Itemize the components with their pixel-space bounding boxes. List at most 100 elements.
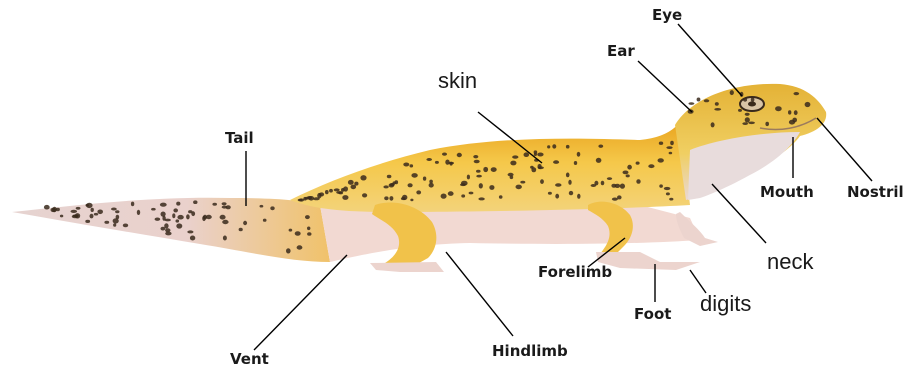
skin-spot [220,215,226,220]
skin-spot [383,185,388,188]
skin-spot [516,185,522,190]
skin-spot [351,185,357,190]
skin-spot [537,153,543,157]
skin-spot [664,187,671,190]
skin-spot [104,221,109,224]
skin-spot [75,213,80,218]
skin-spot [429,183,434,188]
skin-spot [435,161,439,164]
skin-spot [636,179,640,184]
skin-spot [389,183,395,187]
skin-spot [659,184,663,187]
skin-spot [598,145,603,148]
skin-spot [329,189,333,193]
skin-spot [176,223,182,228]
skin-spot [794,110,798,115]
skin-spot [176,202,180,206]
skin-spot [342,195,348,200]
skin-spot [155,218,161,221]
skin-spot [202,216,206,221]
leader-neck [712,184,766,243]
skin-spot [243,221,247,225]
skin-spot [270,206,274,210]
skin-spot [131,202,134,207]
skin-spot [658,158,664,162]
skin-spot [460,183,466,186]
skin-spot [441,194,447,199]
skin-spot [636,162,640,165]
skin-spot [469,192,474,195]
skin-spot [538,166,544,169]
skin-spot [416,190,421,194]
leader-nostril [817,118,872,181]
skin-spot [483,167,488,172]
skin-spot [457,153,462,157]
label-ear: Ear [607,44,635,59]
skin-spot [222,206,228,209]
label-mouth: Mouth [760,185,814,200]
hindfoot-shape [370,262,444,272]
skin-spot [164,223,168,228]
skin-spot [612,198,618,201]
label-eye: Eye [652,8,682,23]
skin-spot [71,210,78,213]
skin-spot [360,175,366,180]
skin-spot [307,227,310,231]
skin-spot [389,196,393,201]
skin-spot [448,191,454,196]
skin-spot [239,228,243,232]
skin-spot [86,204,89,207]
skin-spot [659,142,663,145]
label-skin: skin [438,70,477,92]
skin-spot [627,165,632,170]
label-nostril: Nostril [847,185,904,200]
skin-spot [577,194,580,199]
skin-spot [187,230,193,233]
skin-spot [534,153,537,156]
skin-spot [299,198,304,201]
skin-spot [461,194,465,197]
skin-spot [188,210,192,213]
skin-spot [60,215,63,218]
skin-spot [577,152,581,157]
skin-spot [715,102,719,106]
skin-spot [403,163,409,167]
skin-spot [666,146,672,149]
skin-spot [738,109,742,112]
skin-spot [115,210,119,213]
skin-spot [193,200,197,204]
skin-spot [568,180,571,185]
skin-spot [566,145,570,149]
skin-spot [260,205,264,208]
label-digits: digits [700,293,751,315]
skin-spot [704,99,710,102]
skin-spot [44,205,50,210]
skin-spot [531,167,536,172]
skin-spot [161,212,166,217]
skin-spot [473,155,478,158]
skin-spot [186,214,190,219]
skin-spot [307,196,312,200]
skin-spot [307,232,311,236]
skin-spot [666,192,670,195]
skin-spot [478,197,484,200]
skin-spot [765,122,769,126]
skin-spot [177,215,183,220]
skin-spot [670,141,674,145]
skin-spot [91,208,94,212]
skin-spot [263,219,267,222]
label-tail: Tail [225,131,254,146]
skin-spot [449,162,454,165]
skin-spot [222,202,227,205]
skin-spot [805,102,811,107]
skin-spot [745,113,750,116]
skin-spot [742,122,748,125]
skin-spot [426,158,432,161]
skin-spot [788,110,791,114]
skin-spot [442,153,447,156]
skin-spot [165,232,171,236]
skin-spot [223,236,227,241]
label-forelimb: Forelimb [538,265,612,280]
skin-spot [711,122,715,127]
skin-spot [499,195,503,199]
